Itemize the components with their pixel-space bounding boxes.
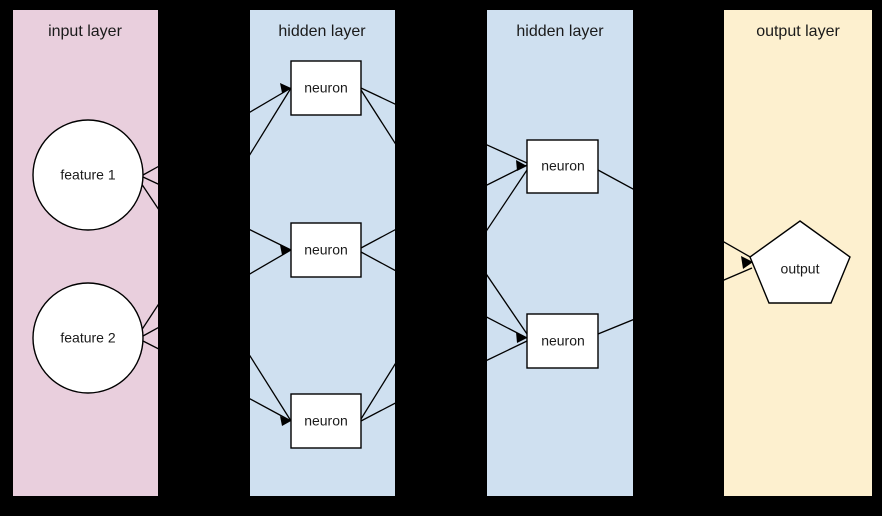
edge-h1-2-h2-1 [360,402,395,422]
edge-h1-1-h2-0 [360,229,395,249]
edge-in-h1-1-b [250,249,292,275]
output-pentagon[interactable] [749,220,851,304]
node-hidden1-neuron-1[interactable]: neuron [290,60,362,116]
hidden1-neuron-1-box[interactable] [290,60,362,116]
node-hidden2-neuron-2[interactable]: neuron [526,313,599,369]
feature-2-circle[interactable] [32,282,144,394]
hidden1-neuron-2-box[interactable] [290,222,362,278]
layer-input: input layer feature 1 feature 2 [32,23,144,394]
edge-h2-1-out [597,319,633,335]
edge-h1-2-in-h2-1 [487,340,528,361]
edge-h1-2-h2-0 [360,363,395,420]
arrowhead-h1-0 [280,83,291,93]
edge-h1-0-h2-0 [360,87,395,105]
hidden2-neuron-1-label: neuron [541,158,585,174]
node-output[interactable]: output [749,220,851,304]
arrowhead-h1-2 [280,416,291,426]
output-label: output [781,261,820,277]
layer-title-hidden-1: hidden layer [278,23,366,40]
layer-hidden-1: hidden layer neuron neuron neuron [278,23,366,449]
node-feature-2[interactable]: feature 2 [32,282,144,394]
edge-h1-0-in-h2-0 [487,144,528,164]
edges-hidden2-band [487,144,633,361]
edge-h2-1-out-stub [724,267,753,281]
edge-in-h1-1-a [250,229,292,251]
edge-h1-2-in-h2-0 [487,169,528,232]
arrowhead-h1-1 [280,245,291,255]
node-hidden1-neuron-2[interactable]: neuron [290,222,362,278]
layer-background-hidden-2 [487,10,633,496]
edges-output-band [724,241,753,281]
layer-output: output layer output [749,23,851,304]
feature-1-label: feature 1 [60,167,115,183]
arrowhead-h2-0 [516,160,527,171]
edge-h1-1-h2-1 [360,251,395,272]
edge-h1-0-in-h2-1 [487,274,528,335]
edge-h1-0-h2-1 [360,89,395,145]
layer-background-input [13,10,158,496]
edge-h2-0-out-stub [724,241,753,259]
node-hidden1-neuron-3[interactable]: neuron [290,393,362,449]
layer-title-output: output layer [756,23,840,40]
edge-h1-1-in-h2-0 [487,164,528,186]
hidden1-neuron-2-label: neuron [304,242,348,258]
edge-in-h1-2-b [250,398,292,422]
hidden2-neuron-1-box[interactable] [526,139,599,194]
layer-title-hidden-2: hidden layer [516,23,604,40]
arrowhead-h2-1 [516,332,527,343]
hidden1-neuron-1-label: neuron [304,80,348,96]
edge-h1-1-in-h2-1 [487,316,528,339]
layer-hidden-2: hidden layer neuron neuron [516,23,604,369]
edge-in-h1-2-a [250,354,292,422]
node-hidden2-neuron-1[interactable]: neuron [526,139,599,194]
feature-2-label: feature 2 [60,330,115,346]
node-feature-1[interactable]: feature 1 [32,119,144,231]
hidden2-neuron-2-box[interactable] [526,313,599,369]
edge-in-h1-0-b [250,87,292,156]
edges-hidden1-band [250,83,395,426]
layer-title-input: input layer [48,23,122,40]
hidden2-neuron-2-label: neuron [541,333,585,349]
arrowhead-output [741,256,753,269]
edge-h2-0-out [597,169,633,190]
feature-1-circle[interactable] [32,119,144,231]
hidden1-neuron-3-box[interactable] [290,393,362,449]
edge-in-h1-0-a [250,87,292,113]
hidden1-neuron-3-label: neuron [304,413,348,429]
